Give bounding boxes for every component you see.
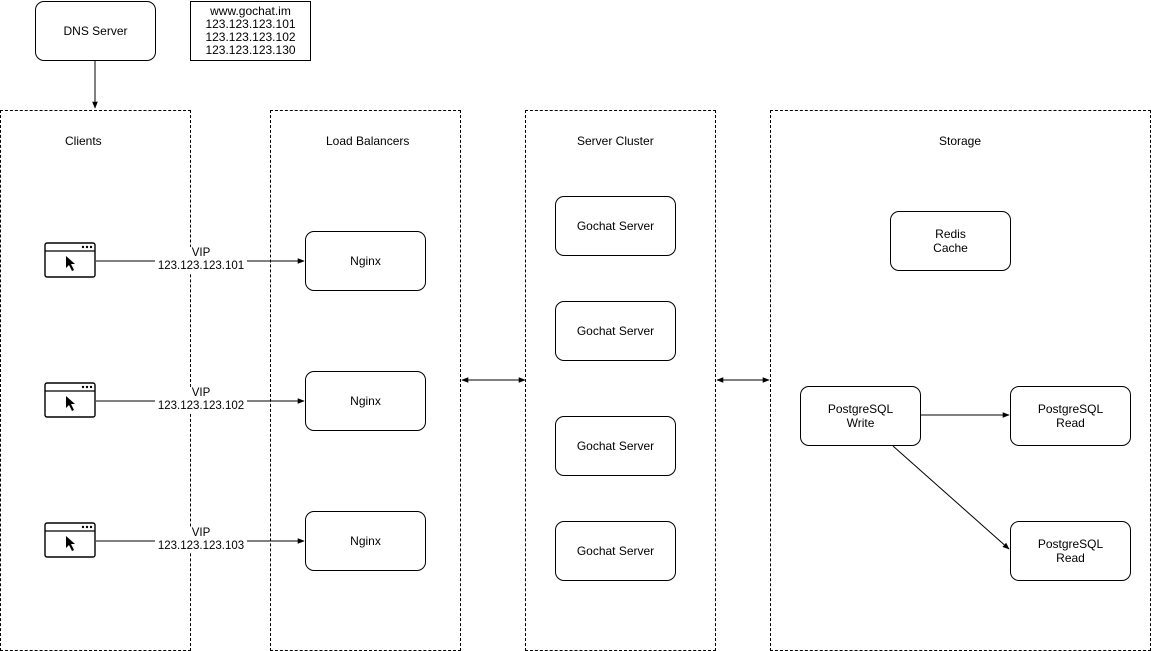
nginx-label: Nginx xyxy=(350,534,381,548)
gochat-server-node[interactable]: Gochat Server xyxy=(555,196,676,256)
gochat-server-label: Gochat Server xyxy=(576,219,655,233)
postgresql-write-node[interactable]: PostgreSQL Write xyxy=(800,386,921,446)
gochat-server-node[interactable]: Gochat Server xyxy=(555,301,676,361)
redis-label-line: Redis xyxy=(935,227,966,241)
vip-ip: 123.123.123.103 xyxy=(157,540,245,552)
nginx-label: Nginx xyxy=(350,254,381,268)
vip-label-2: VIP 123.123.123.102 xyxy=(155,387,247,413)
dns-server-label: DNS Server xyxy=(63,24,128,38)
pg-read-label-line: Read xyxy=(1056,416,1085,430)
postgresql-read-node[interactable]: PostgreSQL Read xyxy=(1010,521,1131,581)
clients-group-title: Clients xyxy=(65,134,102,148)
gochat-server-label: Gochat Server xyxy=(576,439,655,453)
nginx-node[interactable]: Nginx xyxy=(305,371,426,431)
load-balancers-group-title: Load Balancers xyxy=(326,134,410,148)
dns-record-line: www.gochat.im xyxy=(210,4,291,18)
dns-server-node[interactable]: DNS Server xyxy=(35,1,156,61)
dns-record-line: 123.123.123.130 xyxy=(205,43,296,57)
clients-group: Clients xyxy=(0,110,191,651)
dns-record-line: 123.123.123.102 xyxy=(205,30,296,44)
redis-cache-node[interactable]: Redis Cache xyxy=(890,211,1011,271)
redis-label-line: Cache xyxy=(933,241,968,255)
storage-group-title: Storage xyxy=(939,134,982,148)
pg-read-label-line: Read xyxy=(1056,551,1085,565)
vip-label-3: VIP 123.123.123.103 xyxy=(155,527,247,553)
gochat-server-label: Gochat Server xyxy=(576,544,655,558)
browser-window-icon[interactable] xyxy=(44,522,96,558)
browser-window-icon[interactable] xyxy=(44,242,96,278)
nginx-node[interactable]: Nginx xyxy=(305,511,426,571)
gochat-server-node[interactable]: Gochat Server xyxy=(555,521,676,581)
pg-write-label-line: PostgreSQL xyxy=(827,402,894,416)
vip-label-1: VIP 123.123.123.101 xyxy=(155,247,247,273)
vip-text: VIP xyxy=(191,527,211,539)
nginx-label: Nginx xyxy=(350,394,381,408)
nginx-node[interactable]: Nginx xyxy=(305,231,426,291)
server-cluster-group-title: Server Cluster xyxy=(577,134,654,148)
pg-write-to-read-2-arrow xyxy=(892,445,1010,550)
postgresql-read-node[interactable]: PostgreSQL Read xyxy=(1010,386,1131,446)
dns-records-note: www.gochat.im 123.123.123.101 123.123.12… xyxy=(190,1,311,61)
vip-text: VIP xyxy=(191,247,211,259)
dns-record-line: 123.123.123.101 xyxy=(205,17,296,31)
pg-write-label-line: Write xyxy=(846,416,875,430)
pg-read-label-line: PostgreSQL xyxy=(1037,537,1104,551)
browser-window-icon[interactable] xyxy=(44,382,96,418)
gochat-server-node[interactable]: Gochat Server xyxy=(555,416,676,476)
vip-ip: 123.123.123.101 xyxy=(157,260,245,272)
vip-ip: 123.123.123.102 xyxy=(157,400,245,412)
gochat-server-label: Gochat Server xyxy=(576,324,655,338)
vip-text: VIP xyxy=(191,387,211,399)
pg-read-label-line: PostgreSQL xyxy=(1037,402,1104,416)
